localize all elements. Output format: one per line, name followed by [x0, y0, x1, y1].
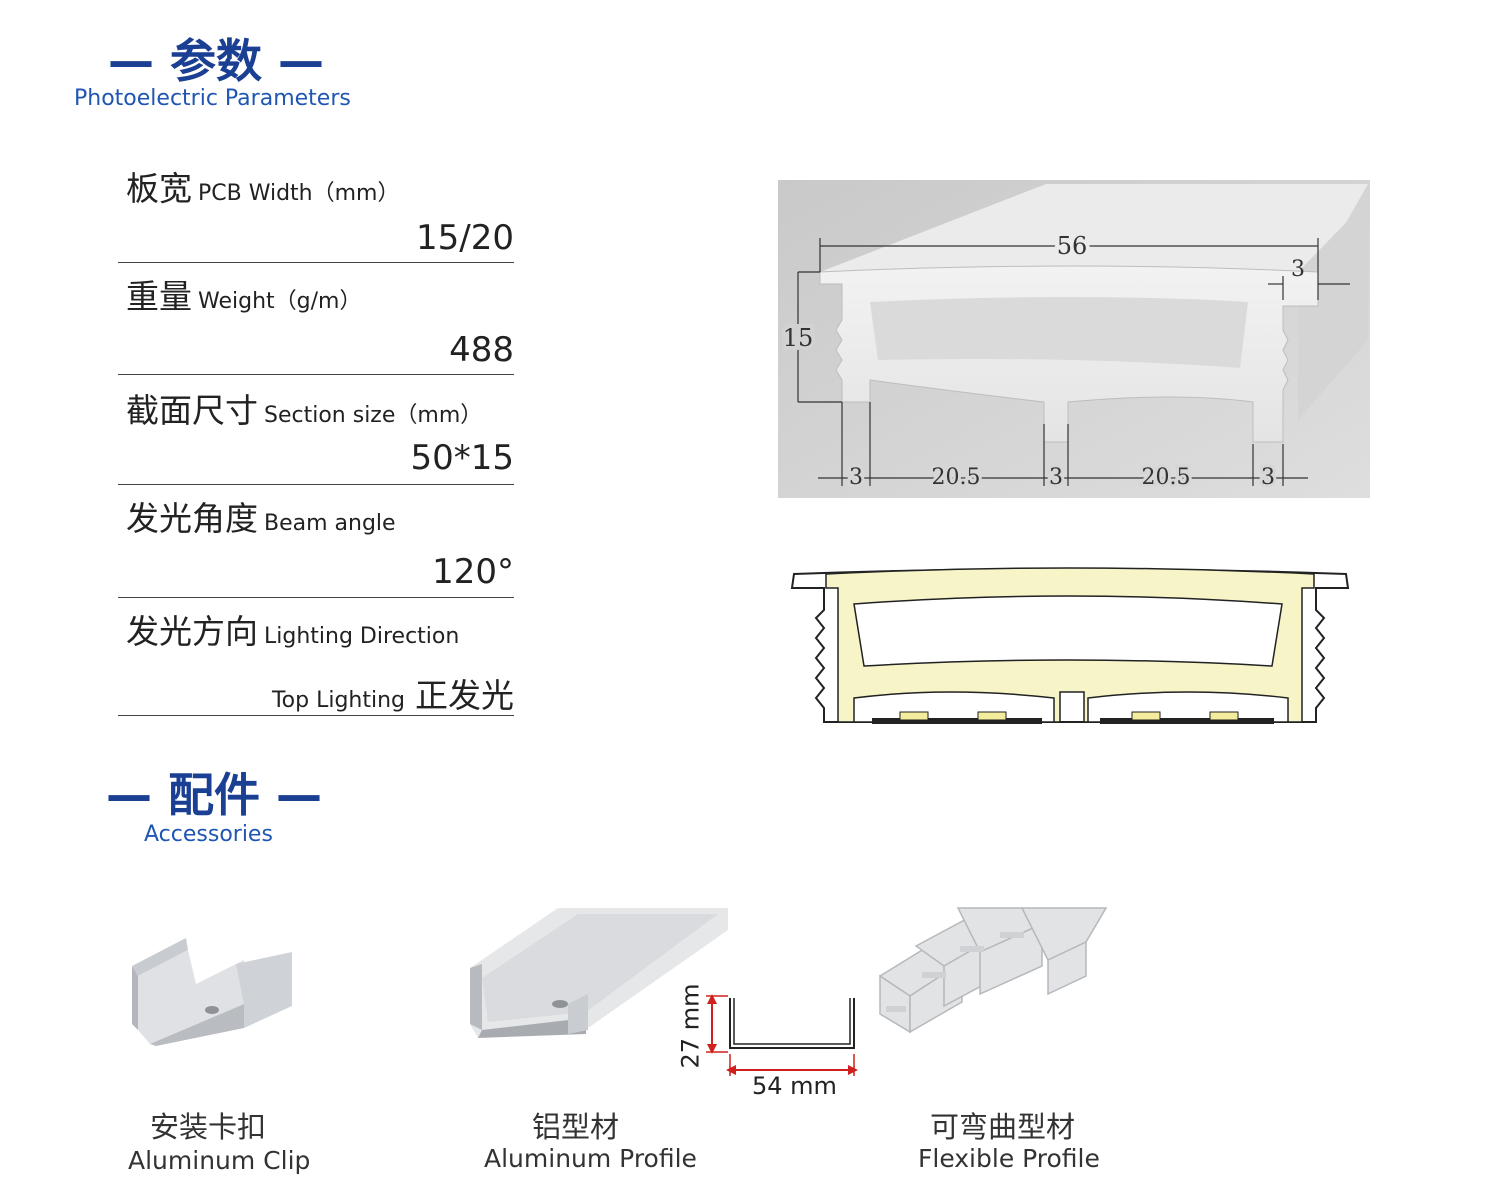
- flexible-profile-image: [878, 907, 1108, 1034]
- param-value: Top Lighting 正发光: [272, 669, 514, 717]
- param-label-en: Section size（mm）: [264, 403, 483, 428]
- led-chip: [1209, 711, 1239, 721]
- param-label-en: Beam angle: [264, 511, 396, 536]
- dim-bottom-label: 20.5: [932, 465, 981, 490]
- profile-dimension-drawing: [706, 994, 858, 1076]
- profile-3d-drawing: 56 3 15 3 20.5 3 20.5 3: [778, 180, 1370, 498]
- dim-height-label: 15: [783, 324, 814, 352]
- title-dash-right: —: [278, 34, 325, 88]
- params-title-cn: 参数: [170, 34, 263, 88]
- param-label-cn: 截面尺寸: [126, 391, 258, 430]
- accessories-subtitle: Accessories: [144, 822, 273, 847]
- param-value-en: Top Lighting: [271, 688, 405, 713]
- param-value-cn: 正发光: [415, 676, 514, 715]
- profile-cavity: [870, 297, 1248, 368]
- param-label-cn: 重量: [126, 277, 192, 316]
- aluminum-profile-image: [470, 908, 728, 1038]
- profile-width-label: 54 mm: [752, 1072, 837, 1100]
- dimension-lines: [797, 238, 1350, 486]
- params-subtitle: Photoelectric Parameters: [74, 86, 351, 111]
- dim-bottom-label: 3: [1049, 465, 1063, 490]
- param-value: 15/20: [416, 218, 514, 258]
- accessory-name-cn: 可弯曲型材: [930, 1110, 1076, 1144]
- top-surface: [820, 184, 1368, 272]
- accessory-name-en: Aluminum Profile: [484, 1144, 697, 1173]
- led-chip: [899, 711, 929, 721]
- accessories-title-cn: 配件: [168, 768, 261, 822]
- inner-cavity: [853, 595, 1283, 667]
- accessory-name-en: Aluminum Clip: [128, 1146, 311, 1175]
- accessory-name-cn: 安装卡扣: [150, 1110, 267, 1144]
- accessories-section-title: — 配件 —: [106, 770, 322, 820]
- param-label-cn: 发光角度: [126, 499, 258, 538]
- param-value: 50*15: [410, 438, 514, 478]
- dim-bottom-label: 20.5: [1142, 465, 1191, 490]
- param-label-cn: 发光方向: [126, 612, 258, 651]
- side-surface: [1298, 200, 1368, 420]
- param-label-cn: 板宽: [126, 169, 192, 208]
- profile-height-label: 27 mm: [676, 983, 705, 1069]
- title-dash-right: —: [276, 768, 323, 822]
- led-chip: [977, 711, 1007, 721]
- param-label-en: PCB Width（mm）: [198, 181, 400, 206]
- param-label-en: Lighting Direction: [264, 624, 460, 649]
- accessory-name-en: Flexible Profile: [918, 1144, 1100, 1173]
- param-value: 488: [449, 330, 514, 370]
- accessory-name-cn: 铝型材: [532, 1110, 620, 1144]
- param-label-en: Weight（g/m）: [198, 289, 362, 314]
- led-chip: [1131, 711, 1161, 721]
- pcb-left: [872, 718, 1042, 724]
- params-section-title: — 参数 —: [108, 36, 324, 86]
- dim-bottom-label: 3: [849, 465, 863, 490]
- dim-width-label: 56: [1057, 232, 1088, 260]
- dim-lip-label: 3: [1291, 257, 1305, 282]
- led-bay-right: [1087, 691, 1289, 723]
- led-bay-left: [853, 691, 1055, 723]
- title-dash-left: —: [106, 768, 152, 822]
- title-dash-left: —: [108, 34, 154, 88]
- pcb-right: [1100, 718, 1274, 724]
- profile-cross-section: [790, 567, 1350, 724]
- param-value: 120°: [432, 552, 514, 592]
- dim-bottom-label: 3: [1261, 465, 1275, 490]
- aluminum-clip-image: [132, 938, 292, 1046]
